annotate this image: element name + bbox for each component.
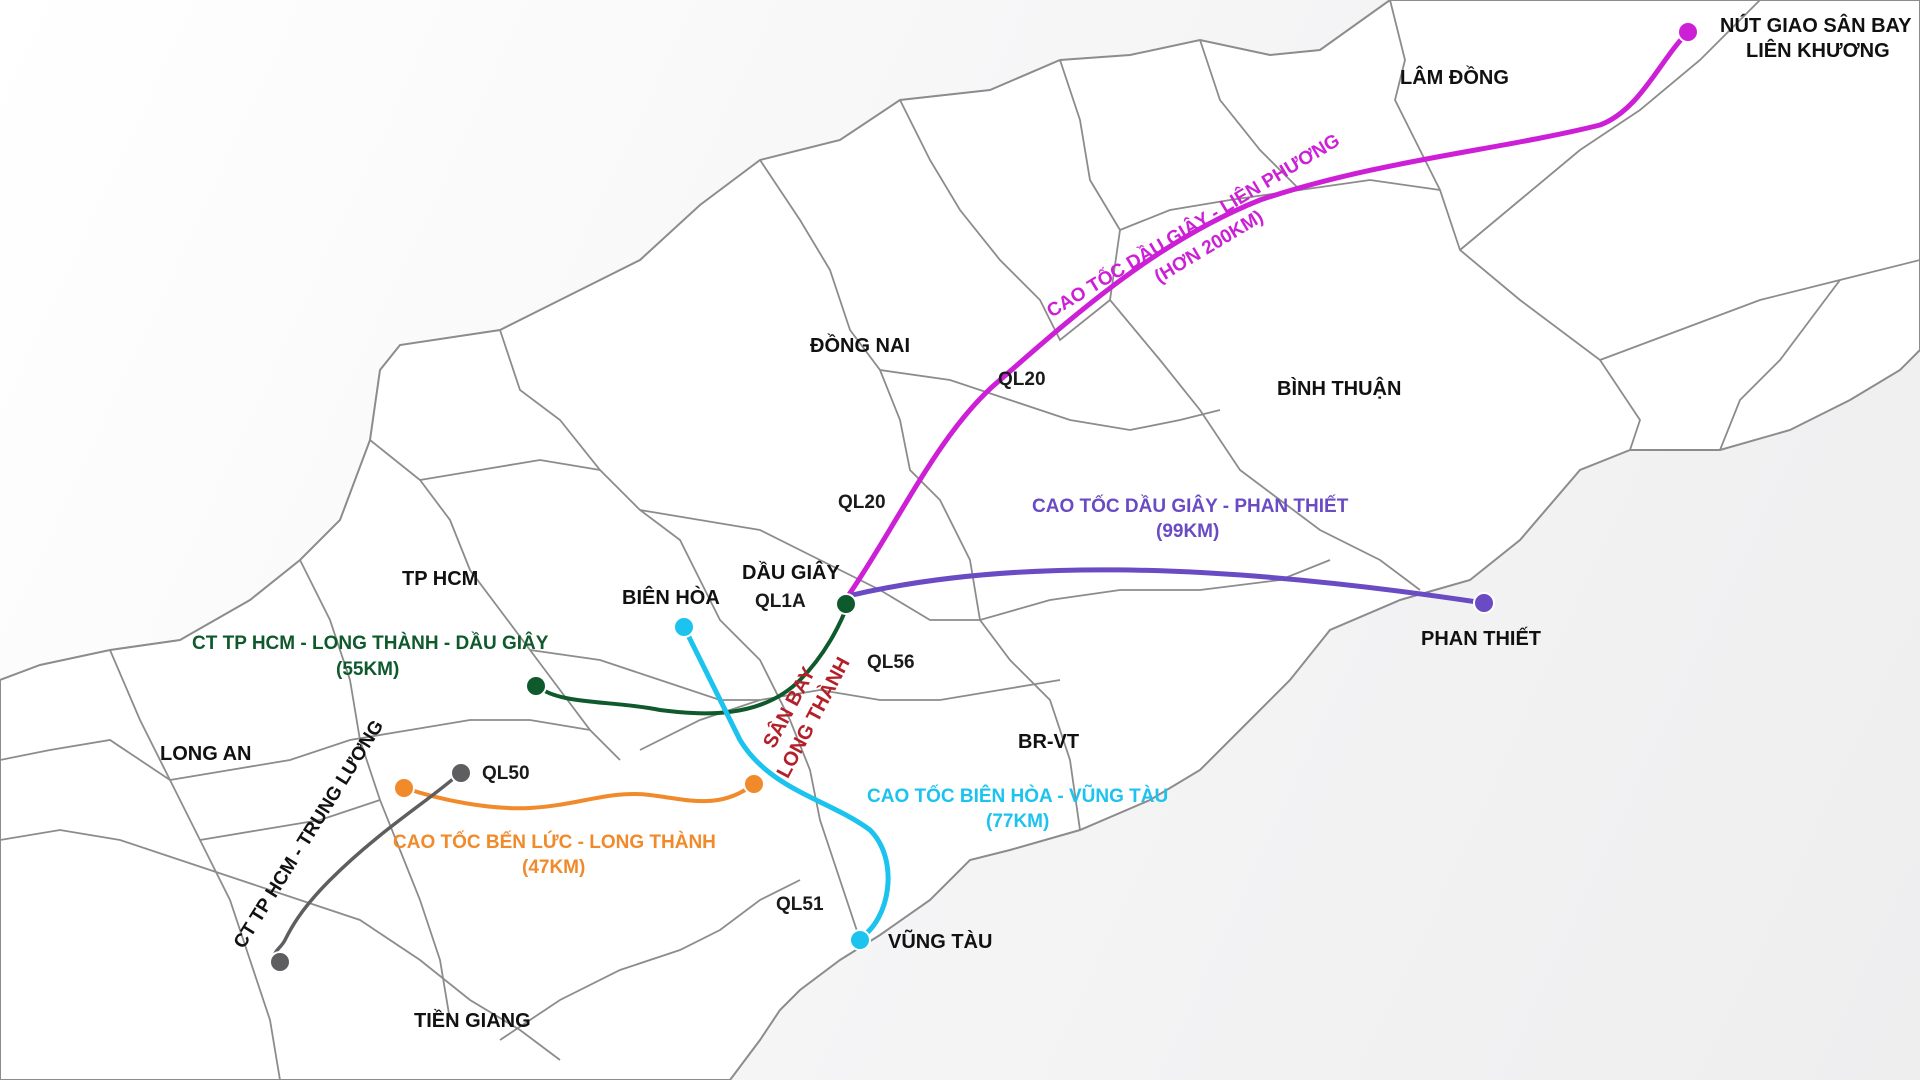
- route-line-dau-giay-lien-phuong: [845, 29, 1691, 599]
- expressway-routes: [273, 29, 1691, 962]
- junction-dot-phan-thiet: [1473, 592, 1495, 614]
- route-label-dau-giay-phan-thiet-line2: (99KM): [1156, 521, 1219, 542]
- junction-dot-ql50: [450, 762, 472, 784]
- junction-dot-lien-khuong: [1677, 21, 1699, 43]
- route-line-bien-hoa-vung-tau: [681, 624, 891, 941]
- route-label-ben-luc-long-thanh-line2: (47KM): [522, 857, 585, 878]
- place-label-bien-hoa: BIÊN HÒA: [622, 585, 720, 609]
- road-label-ql20-lower: QL20: [838, 492, 886, 513]
- region-label-binh-thuan: BÌNH THUẬN: [1277, 376, 1401, 400]
- route-label-bien-hoa-vung-tau-line1: CAO TỐC BIÊN HÒA - VŨNG TÀU: [867, 785, 1168, 807]
- route-line-hcm-trung-luong: [273, 771, 462, 962]
- road-label-ql20-upper: QL20: [998, 369, 1046, 390]
- junction-dot-dau-giay: [835, 593, 857, 615]
- junction-dots: [269, 21, 1699, 973]
- region-label-tp-hcm: TP HCM: [402, 568, 478, 590]
- junction-dot-long-thanh: [743, 773, 765, 795]
- road-label-ql56: QL56: [867, 652, 915, 673]
- route-label-dau-giay-phan-thiet-line1: CAO TỐC DẦU GIÂY - PHAN THIẾT: [1032, 495, 1349, 517]
- place-label-dau-giay: DẦU GIÂY: [742, 560, 840, 584]
- place-label-phan-thiet: PHAN THIẾT: [1421, 627, 1541, 650]
- route-label-hcm-long-thanh-dau-giay-line2: (55KM): [336, 659, 399, 680]
- region-label-br-vt: BR-VT: [1018, 731, 1079, 753]
- route-line-dau-giay-phan-thiet: [845, 567, 1487, 606]
- region-label-lam-dong: LÂM ĐỒNG: [1400, 65, 1509, 89]
- place-label-lien-khuong-line2: LIÊN KHƯƠNG: [1746, 38, 1890, 62]
- junction-dot-vung-tau: [849, 929, 871, 951]
- junction-dot-trung-luong: [269, 951, 291, 973]
- junction-dot-ben-luc: [393, 777, 415, 799]
- region-label-long-an: LONG AN: [160, 743, 251, 765]
- route-line-ben-luc-long-thanh: [403, 782, 756, 811]
- region-label-dong-nai: ĐỒNG NAI: [810, 333, 910, 357]
- junction-dot-hcm: [525, 675, 547, 697]
- route-label-bien-hoa-vung-tau-line2: (77KM): [986, 811, 1049, 832]
- region-label-tien-giang: TIỀN GIANG: [414, 1009, 531, 1032]
- place-label-vung-tau: VŨNG TÀU: [888, 929, 992, 953]
- road-label-ql1a: QL1A: [755, 591, 806, 612]
- junction-dot-bien-hoa: [673, 616, 695, 638]
- route-label-ben-luc-long-thanh-line1: CAO TỐC BẾN LỨC - LONG THÀNH: [393, 831, 716, 853]
- route-line-hcm-long-thanh-dau-giay: [535, 602, 850, 716]
- place-label-lien-khuong-line1: NÚT GIAO SÂN BAY: [1720, 13, 1912, 37]
- road-label-ql51: QL51: [776, 894, 824, 915]
- route-label-hcm-long-thanh-dau-giay-line1: CT TP HCM - LONG THÀNH - DẦU GIÂY: [192, 632, 549, 654]
- road-label-ql50: QL50: [482, 763, 530, 784]
